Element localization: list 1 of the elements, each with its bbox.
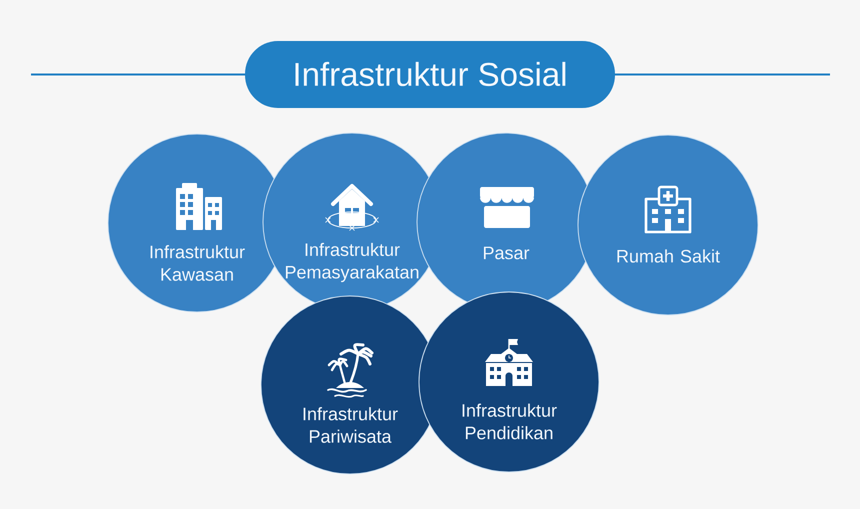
title-banner: Infrastruktur Sosial: [245, 41, 615, 108]
